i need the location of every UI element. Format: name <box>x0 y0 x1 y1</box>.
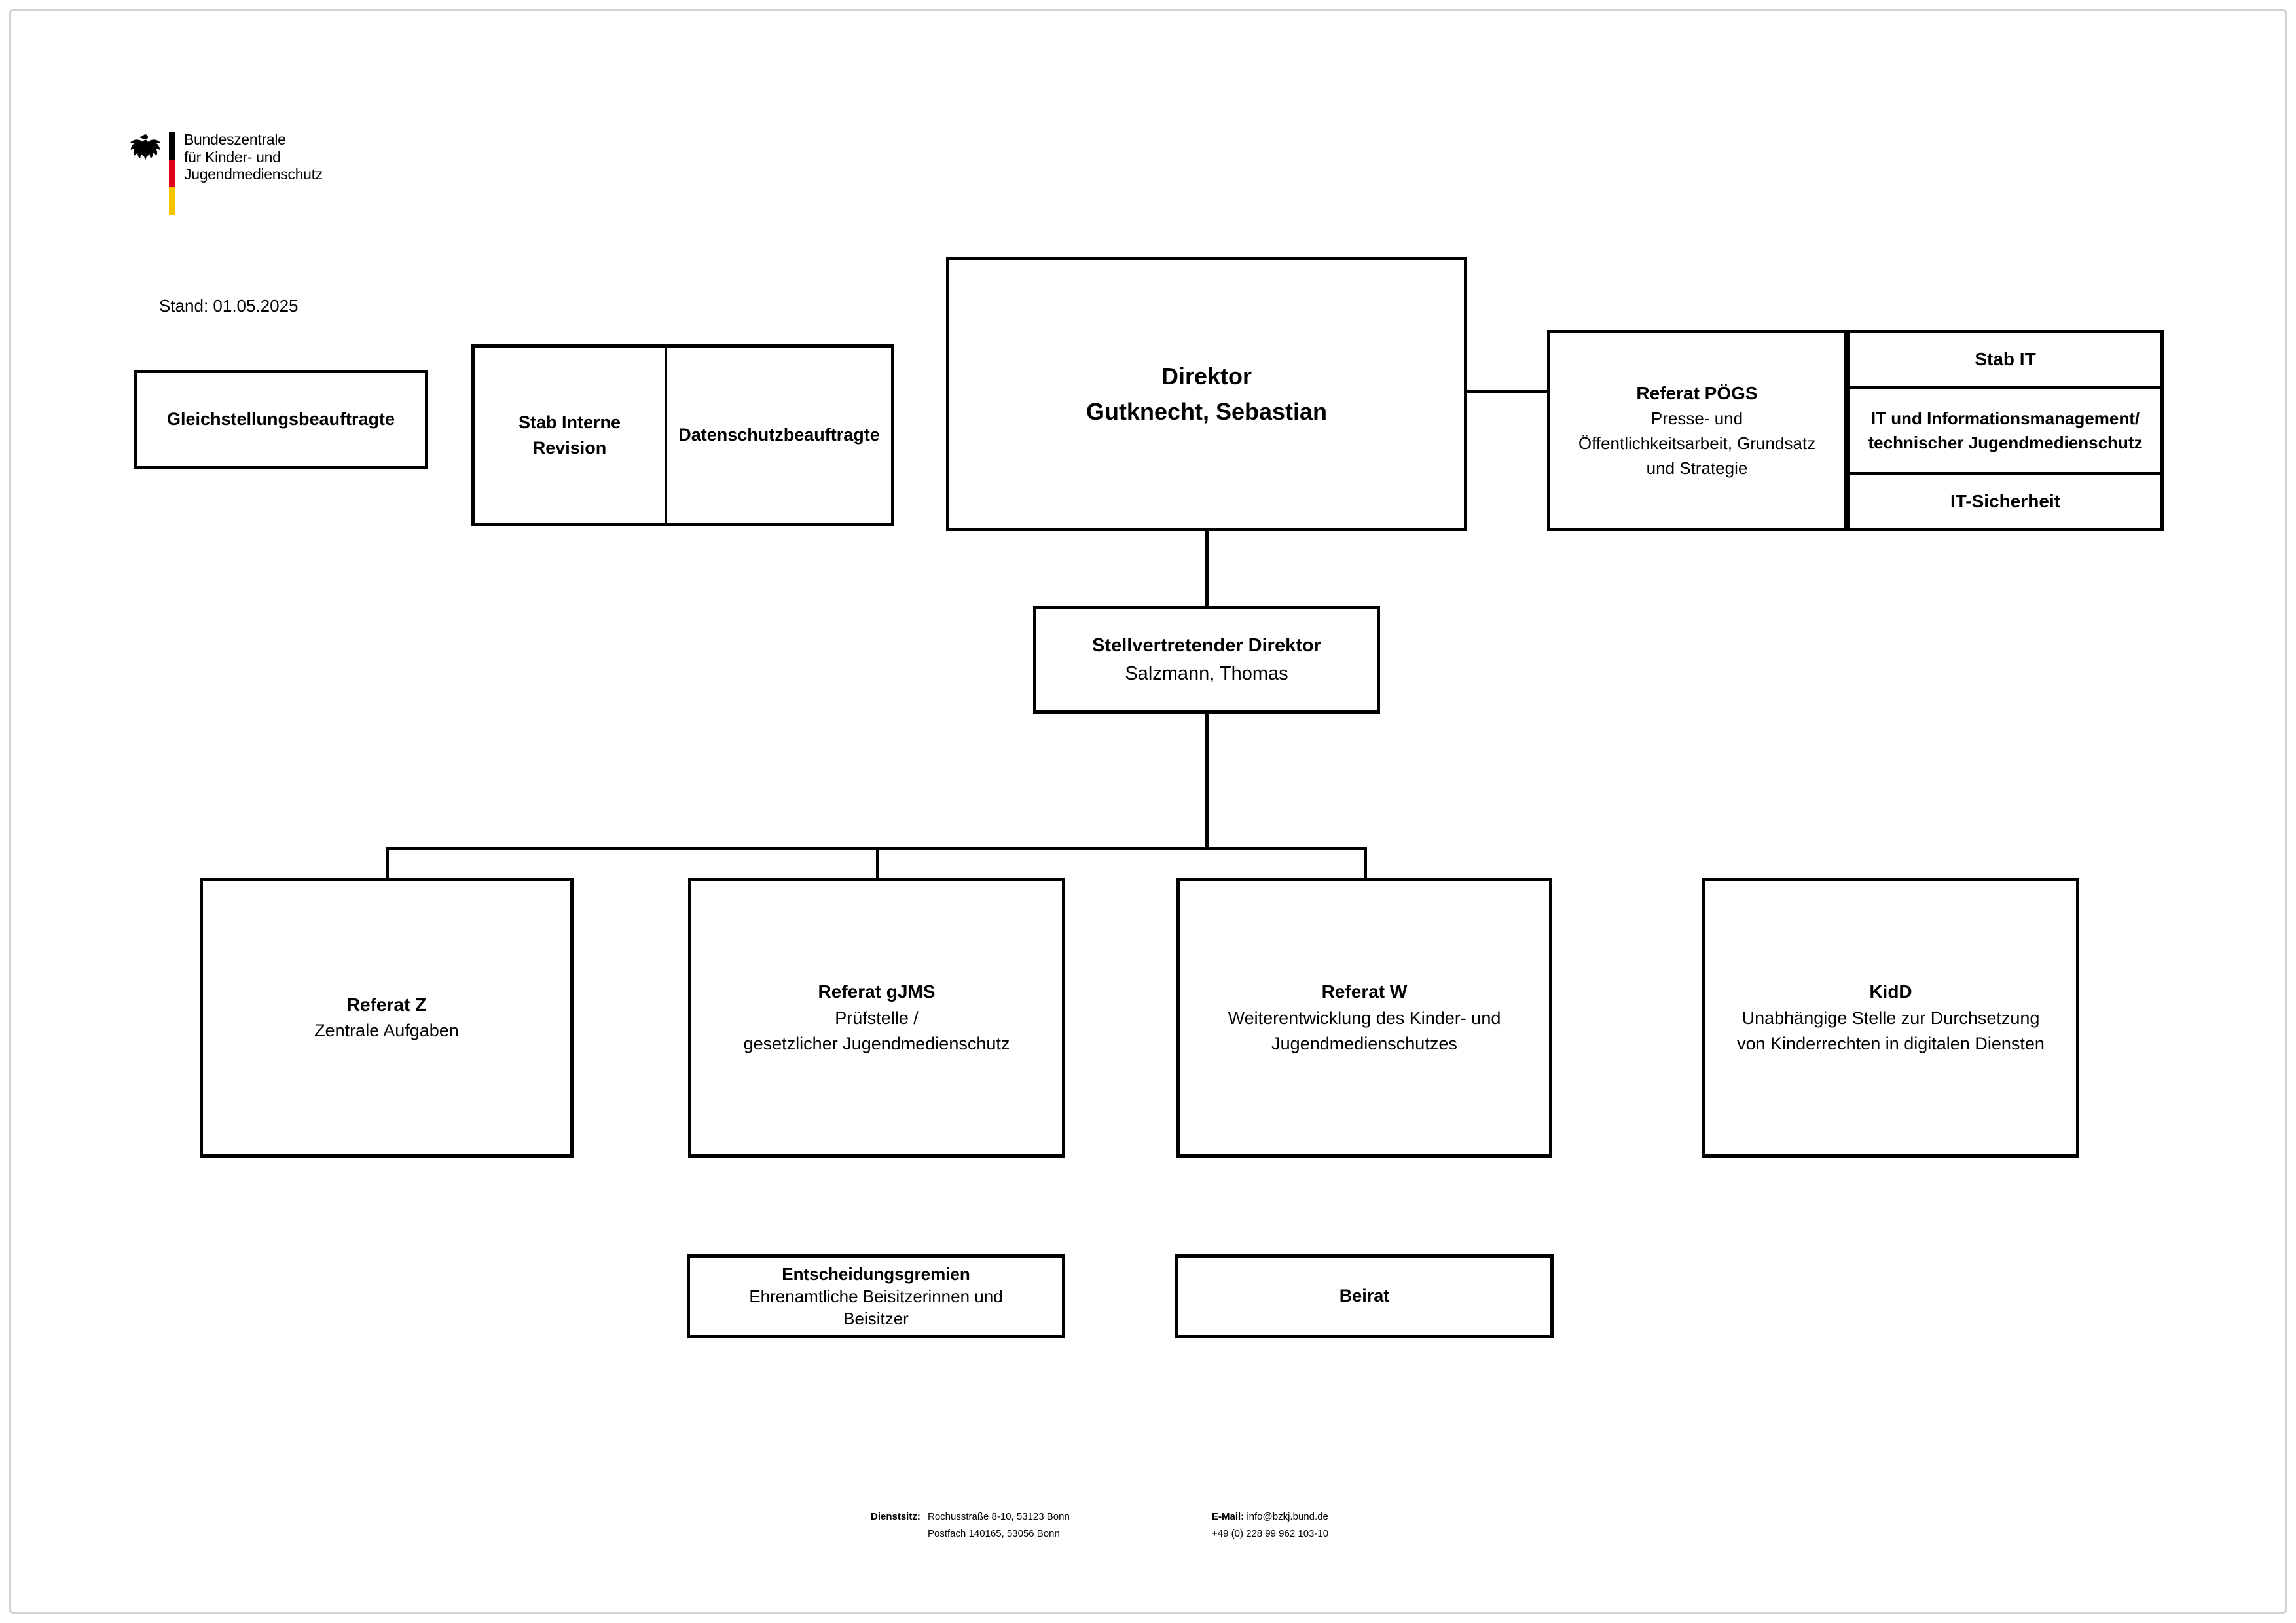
box-subtitle-line: und Strategie <box>1646 458 1748 478</box>
box-kidd: KidD Unabhängige Stelle zur Durchsetzung… <box>1702 878 2079 1158</box>
box-subtitle-line: Zentrale Aufgaben <box>314 1021 459 1041</box>
connector-drop-referat-z <box>386 847 389 878</box>
box-subtitle-line: Jugendmedienschutzes <box>1271 1033 1457 1053</box>
federal-eagle-icon <box>130 134 161 160</box>
cell-divider <box>665 348 667 523</box>
box-it-informationsmanagement: IT und Informationsmanagement/ technisch… <box>1850 389 2160 472</box>
box-title: Referat PÖGS <box>1636 382 1758 403</box>
box-title-line: IT und Informationsmanagement/ <box>1870 409 2140 429</box>
box-referat-gjms: Referat gJMS Prüfstelle / gesetzlicher J… <box>688 878 1065 1158</box>
agency-name-line: Jugendmedienschutz <box>184 166 323 183</box>
footer-address-block: Dienstsitz: Rochusstraße 8-10, 53123 Bon… <box>871 1508 1070 1542</box>
connector-drop-referat-w <box>1364 847 1367 878</box>
address-lines: Rochusstraße 8-10, 53123 Bonn Postfach 1… <box>928 1508 1070 1542</box>
agency-name: Bundeszentrale für Kinder- und Jugendmed… <box>184 131 323 183</box>
box-datenschutzbeauftragte: Datenschutzbeauftragte <box>667 348 891 523</box>
box-subtitle-line: Öffentlichkeitsarbeit, Grundsatz <box>1578 433 1816 453</box>
box-title: Referat Z <box>346 994 427 1015</box>
box-referat-w: Referat W Weiterentwicklung des Kinder- … <box>1176 878 1552 1158</box>
box-title-line: Revision <box>532 438 607 458</box>
box-referat-poegs: Referat PÖGS Presse- und Öffentlichkeits… <box>1547 330 1847 531</box>
box-title: IT-Sicherheit <box>1950 490 2061 511</box>
box-it-column: Stab IT IT und Informationsmanagement/ t… <box>1847 330 2164 531</box>
box-it-sicherheit: IT-Sicherheit <box>1850 475 2160 528</box>
box-title: Datenschutzbeauftragte <box>678 425 880 445</box>
box-beirat: Beirat <box>1175 1254 1554 1338</box>
cell-divider <box>1850 386 2160 390</box>
box-title: Referat W <box>1321 981 1408 1002</box>
box-subtitle-line: von Kinderrechten in digitalen Diensten <box>1737 1033 2045 1053</box>
page-border <box>9 9 2287 1614</box>
phone-value: +49 (0) 228 99 962 103-10 <box>1212 1528 1329 1539</box>
german-flag-bar <box>169 132 175 215</box>
box-title: Entscheidungsgremien <box>782 1264 970 1284</box>
role-title: Direktor <box>1161 362 1252 390</box>
box-title: Referat gJMS <box>818 981 936 1002</box>
connector-direktor-poegs <box>1467 390 1547 393</box>
box-stab-interne-revision: Stab Interne Revision <box>475 348 665 523</box>
box-title: Gleichstellungsbeauftragte <box>166 409 395 429</box>
role-title: Stellvertretender Direktor <box>1092 635 1321 657</box>
status-date: Stand: 01.05.2025 <box>159 296 299 316</box>
box-gleichstellungsbeauftragte: Gleichstellungsbeauftragte <box>134 370 428 469</box>
box-subtitle-line: Beisitzer <box>843 1309 909 1329</box>
box-title-line: Stab Interne <box>518 412 621 432</box>
agency-name-line: Bundeszentrale <box>184 131 286 148</box>
box-subtitle-line: Ehrenamtliche Beisitzerinnen und <box>749 1286 1003 1306</box>
footer-contact-block: E-Mail: info@bzkj.bund.de +49 (0) 228 99… <box>1212 1508 1328 1542</box>
box-stab-interne-revision-datenschutz: Stab Interne Revision Datenschutzbeauftr… <box>471 344 894 526</box>
cell-divider <box>1850 471 2160 475</box>
box-subtitle-line: gesetzlicher Jugendmedienschutz <box>743 1033 1010 1053</box>
flag-red-stripe <box>169 160 175 187</box>
email-value: info@bzkj.bund.de <box>1247 1511 1328 1522</box>
agency-name-line: für Kinder- und <box>184 148 281 166</box>
flag-gold-stripe <box>169 187 175 215</box>
box-title-line: technischer Jugendmedienschutz <box>1868 432 2143 452</box>
email-label: E-Mail: <box>1212 1511 1245 1522</box>
address-line: Postfach 140165, 53056 Bonn <box>928 1528 1060 1539</box>
box-subtitle-line: Weiterentwicklung des Kinder- und <box>1228 1008 1501 1028</box>
box-subtitle-line: Unabhängige Stelle zur Durchsetzung <box>1741 1008 2040 1028</box>
person-name: Gutknecht, Sebastian <box>1085 397 1328 425</box>
email-line: E-Mail: info@bzkj.bund.de <box>1212 1511 1328 1522</box>
connector-drop-referat-gjms <box>876 847 879 878</box>
box-title: Stab IT <box>1975 348 2036 369</box>
dienstsitz-label: Dienstsitz: <box>871 1511 920 1522</box>
connector-direktor-stellvertreter <box>1205 531 1209 606</box>
address-line: Rochusstraße 8-10, 53123 Bonn <box>928 1511 1070 1522</box>
connector-stellvertreter-bus <box>1205 714 1209 850</box>
flag-black-stripe <box>169 132 175 160</box>
box-title: Beirat <box>1339 1286 1390 1306</box>
box-subtitle-line: Presse- und <box>1650 409 1743 429</box>
box-subtitle-line: Prüfstelle / <box>835 1008 919 1028</box>
box-title: KidD <box>1869 981 1912 1002</box>
box-direktor: Direktor Gutknecht, Sebastian <box>946 257 1467 531</box>
box-referat-z: Referat Z Zentrale Aufgaben <box>200 878 574 1158</box>
box-stab-it: Stab IT <box>1850 333 2160 386</box>
person-name: Salzmann, Thomas <box>1125 663 1288 684</box>
box-entscheidungsgremien: Entscheidungsgremien Ehrenamtliche Beisi… <box>687 1254 1065 1338</box>
box-stellvertretender-direktor: Stellvertretender Direktor Salzmann, Tho… <box>1033 606 1380 714</box>
